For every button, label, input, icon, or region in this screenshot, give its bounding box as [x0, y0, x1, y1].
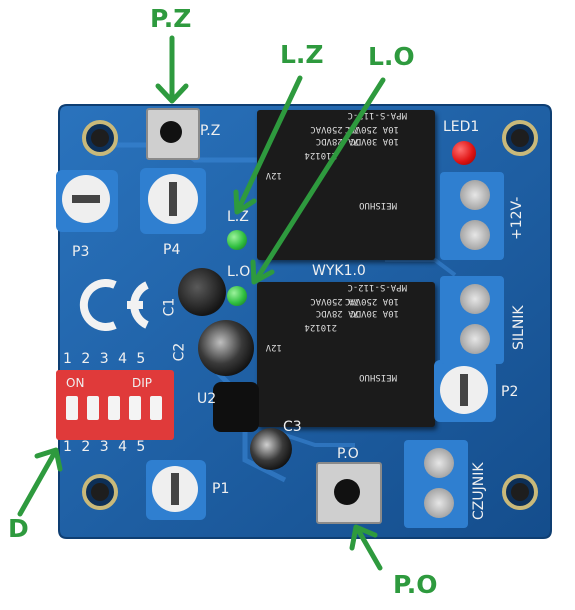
capacitor-c3 — [250, 428, 292, 470]
silk-c3: C3 — [283, 419, 302, 435]
terminal-motor[interactable] — [440, 276, 504, 364]
potentiometer-p2[interactable] — [434, 360, 496, 422]
screw-icon[interactable] — [460, 324, 490, 354]
d-callout-label: D — [8, 514, 29, 543]
silk-board-name: WYK1.0 — [312, 263, 366, 279]
lz-arrowhead-icon — [233, 189, 257, 215]
terminal-power[interactable] — [440, 172, 504, 260]
silk-dip-on: ON — [66, 376, 85, 390]
lo-arrow-icon — [253, 77, 386, 283]
silk-p1: P1 — [212, 481, 230, 497]
potentiometer-p4-dial[interactable] — [148, 174, 198, 224]
push-button-pz-cap[interactable] — [160, 121, 182, 143]
push-button-po-cap[interactable] — [334, 479, 360, 505]
regulator-u2 — [213, 382, 259, 432]
potentiometer-p4-slot — [169, 182, 177, 216]
dip-toggle-1[interactable] — [66, 396, 78, 420]
silk-pz: P.Z — [200, 123, 221, 139]
led1-red — [452, 141, 476, 165]
potentiometer-p1[interactable] — [146, 460, 206, 520]
po-arrow-icon — [354, 525, 383, 571]
lz-arrow-icon — [235, 75, 303, 213]
terminal-sensor[interactable] — [404, 440, 468, 528]
lo-callout-label: L.O — [368, 42, 415, 71]
screw-icon[interactable] — [460, 180, 490, 210]
push-button-pz[interactable] — [146, 108, 200, 160]
lz-callout-label: L.Z — [280, 40, 324, 69]
dip-switch[interactable]: ON DIP — [56, 370, 174, 440]
dip-toggle-3[interactable] — [108, 396, 120, 420]
potentiometer-p1-slot — [171, 473, 179, 505]
silk-led1: LED1 — [443, 119, 480, 135]
silk-po: P.O — [337, 446, 359, 462]
capacitor-c2 — [198, 320, 254, 376]
silk-lo: L.O — [227, 264, 251, 280]
led-lz-green — [227, 230, 247, 250]
capacitor-c1 — [178, 268, 226, 316]
silk-lz: L.Z — [227, 209, 249, 225]
potentiometer-p4[interactable] — [140, 168, 206, 234]
dip-toggle-5[interactable] — [150, 396, 162, 420]
silk-dip-word: DIP — [132, 376, 153, 390]
po-callout-label: P.O — [393, 570, 438, 599]
push-button-po[interactable] — [316, 462, 382, 524]
pz-callout-label: P.Z — [150, 4, 192, 33]
potentiometer-p3-dial[interactable] — [62, 175, 110, 223]
relay-bottom: MPA-S-112-C 10A 250VAC 10A 30VDC 7A 250V… — [257, 282, 435, 427]
silk-p2: P2 — [501, 384, 519, 400]
silk-p4: P4 — [163, 242, 181, 258]
silk-u2: U2 — [197, 391, 217, 407]
potentiometer-p2-dial[interactable] — [440, 366, 488, 414]
led-lo-green — [227, 286, 247, 306]
silk-dip-top-numbers: 1 2 3 4 5 — [63, 351, 146, 367]
pz-arrowhead-icon — [155, 83, 189, 104]
lo-arrowhead-icon — [250, 259, 275, 285]
potentiometer-p3[interactable] — [56, 170, 118, 232]
d-arrow-icon — [17, 449, 58, 517]
dip-toggle-4[interactable] — [129, 396, 141, 420]
potentiometer-p1-dial[interactable] — [152, 466, 198, 512]
dip-toggle-2[interactable] — [87, 396, 99, 420]
d-arrowhead-icon — [34, 447, 63, 472]
po-arrowhead-icon — [349, 524, 378, 551]
screw-icon[interactable] — [424, 448, 454, 478]
silk-p3: P3 — [72, 244, 90, 260]
silk-dip-bottom-numbers: 1 2 3 4 5 — [63, 439, 146, 455]
screw-icon[interactable] — [460, 220, 490, 250]
potentiometer-p3-slot — [72, 195, 100, 203]
screw-icon[interactable] — [460, 284, 490, 314]
screw-icon[interactable] — [424, 488, 454, 518]
potentiometer-p2-slot — [460, 374, 468, 406]
